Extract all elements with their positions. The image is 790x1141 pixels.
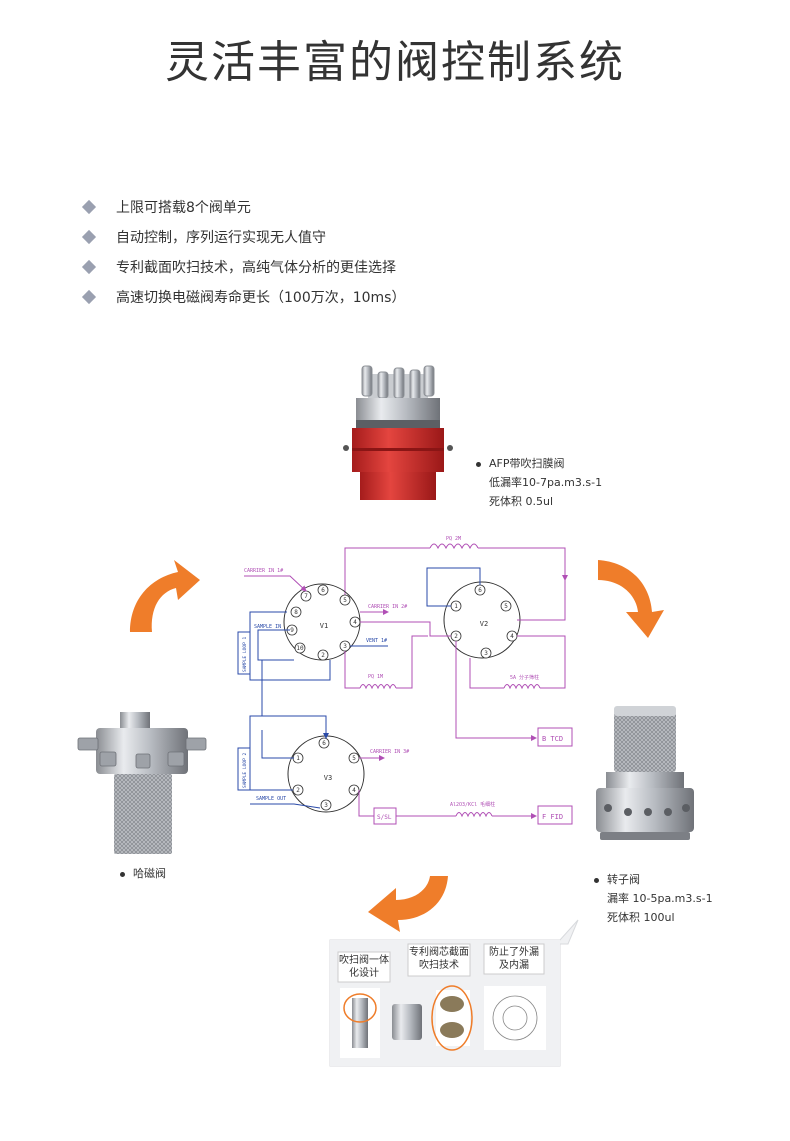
svg-text:6: 6 xyxy=(321,587,325,594)
svg-text:PQ 2M: PQ 2M xyxy=(446,536,461,542)
bullet-dot-icon xyxy=(594,877,599,883)
flow-diagram: 6 5 4 3 2 10 9 8 7 6 5 4 3 2 1 6 5 4 3 2 1 V1 V2 V3 xyxy=(237,536,573,825)
svg-text:V2: V2 xyxy=(480,620,488,628)
rotor-valve-caption: 转子阀 漏率 10-5pa.m3.s-1 死体积 100ul xyxy=(594,870,713,927)
svg-text:4: 4 xyxy=(352,787,356,794)
svg-text:PQ 1M: PQ 1M xyxy=(368,674,383,680)
svg-text:9: 9 xyxy=(290,627,294,634)
svg-text:4: 4 xyxy=(353,619,357,626)
svg-text:4: 4 xyxy=(510,633,514,640)
svg-text:1: 1 xyxy=(296,755,300,762)
feature-item: 专利截面吹扫技术，高纯气体分析的更佳选择 xyxy=(81,252,405,282)
detail-inset-panel xyxy=(329,919,579,1067)
arrow-down-right-icon xyxy=(598,560,664,638)
svg-text:5A 分子筛柱: 5A 分子筛柱 xyxy=(510,674,539,681)
svg-text:VENT 1#: VENT 1# xyxy=(366,638,387,644)
svg-text:5: 5 xyxy=(343,597,347,604)
feature-list: 上限可搭载8个阀单元 自动控制，序列运行实现无人值守 专利截面吹扫技术，高纯气体… xyxy=(81,192,405,312)
svg-text:SAMPLE LOOP 1: SAMPLE LOOP 1 xyxy=(242,636,248,672)
svg-text:S/SL: S/SL xyxy=(377,814,392,821)
svg-text:SAMPLE LOOP 2: SAMPLE LOOP 2 xyxy=(242,752,248,788)
svg-text:2: 2 xyxy=(454,633,458,640)
svg-text:1: 1 xyxy=(454,603,458,610)
svg-text:8: 8 xyxy=(294,609,298,616)
rotor-valve-image xyxy=(596,706,694,840)
svg-text:CARRIER IN 1#: CARRIER IN 1# xyxy=(244,568,283,574)
feature-item: 高速切换电磁阀寿命更长（100万次，10ms） xyxy=(81,282,405,312)
feature-item: 自动控制，序列运行实现无人值守 xyxy=(81,222,405,252)
inset-label-leak-proof: 防止了外漏及内漏 xyxy=(489,947,539,971)
svg-text:7: 7 xyxy=(304,593,308,600)
svg-text:B TCD: B TCD xyxy=(542,735,563,743)
svg-text:10: 10 xyxy=(296,645,304,652)
svg-text:3: 3 xyxy=(484,650,488,657)
afp-valve-caption: AFP带吹扫膜阀 低漏率10-7pa.m3.s-1 死体积 0.5ul xyxy=(476,454,602,511)
svg-text:Al2O3/KCl 毛细柱: Al2O3/KCl 毛细柱 xyxy=(450,801,495,808)
svg-text:2: 2 xyxy=(296,787,300,794)
inset-label-integrated: 吹扫阀一体化设计 xyxy=(339,955,389,979)
svg-text:6: 6 xyxy=(322,740,326,747)
bullet-dot-icon xyxy=(476,461,481,467)
svg-text:6: 6 xyxy=(478,587,482,594)
svg-text:CARRIER IN 2#: CARRIER IN 2# xyxy=(368,604,407,610)
afp-valve-image xyxy=(343,365,453,500)
svg-text:CARRIER IN 3#: CARRIER IN 3# xyxy=(370,749,409,755)
svg-text:5: 5 xyxy=(352,755,356,762)
svg-text:3: 3 xyxy=(324,802,328,809)
page-title: 灵活丰富的阀控制系统 xyxy=(165,37,625,88)
svg-text:V1: V1 xyxy=(320,622,328,630)
feature-item: 上限可搭载8个阀单元 xyxy=(81,192,405,222)
magnetic-valve-image xyxy=(77,712,207,854)
svg-text:3: 3 xyxy=(343,643,347,650)
svg-text:5: 5 xyxy=(504,603,508,610)
svg-text:F FID: F FID xyxy=(542,813,563,821)
magnetic-valve-caption: 哈磁阀 xyxy=(120,864,166,883)
svg-text:SAMPLE IN: SAMPLE IN xyxy=(254,624,281,630)
inset-label-purge-tech: 专利阀芯截面吹扫技术 xyxy=(409,947,469,971)
svg-text:SAMPLE OUT: SAMPLE OUT xyxy=(256,796,286,802)
svg-text:V3: V3 xyxy=(324,774,332,782)
arrow-up-left-icon xyxy=(130,560,200,632)
svg-text:2: 2 xyxy=(321,652,325,659)
arrow-down-left-icon xyxy=(368,876,448,932)
cycle-arrows xyxy=(130,560,664,932)
bullet-dot-icon xyxy=(120,871,125,877)
